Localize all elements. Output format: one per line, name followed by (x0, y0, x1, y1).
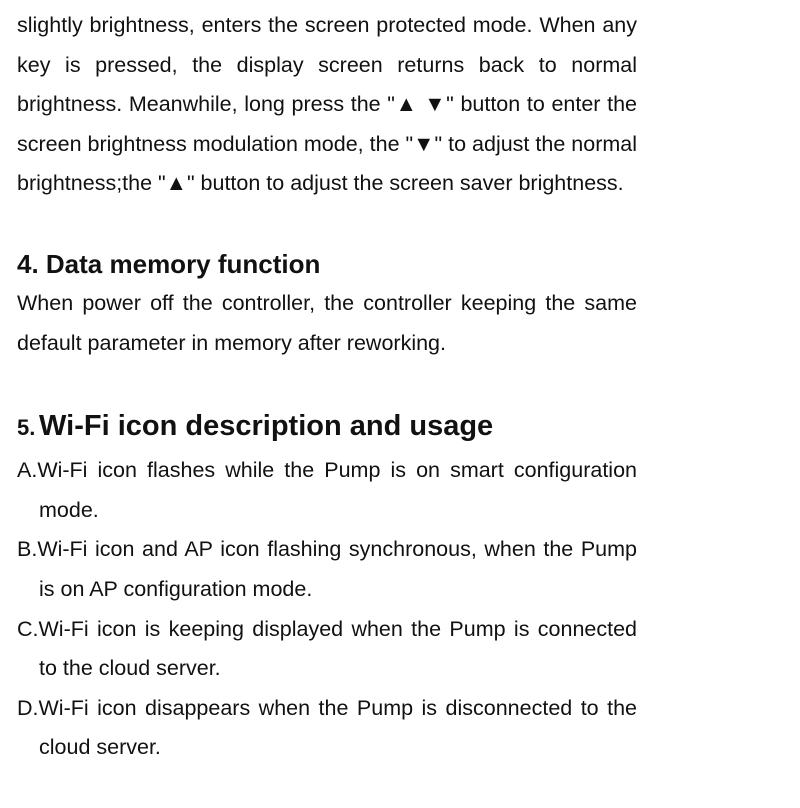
list-item: D.Wi-Fi icon disappears when the Pump is… (17, 695, 637, 760)
section-4-heading: 4. Data memory function (17, 248, 321, 279)
section-5-title: Wi-Fi icon description and usage (39, 410, 494, 443)
document-page: slightly brightness, enters the screen p… (17, 6, 637, 768)
list-item: C.Wi-Fi icon is keeping displayed when t… (17, 616, 637, 681)
section-4-body: When power off the controller, the contr… (17, 290, 637, 355)
wifi-usage-list: A.Wi-Fi icon flashes while the Pump is o… (17, 451, 637, 768)
list-item: B.Wi-Fi icon and AP icon flashing synchr… (17, 537, 637, 601)
list-item: A.Wi-Fi icon flashes while the Pump is o… (17, 458, 637, 522)
section-5-number: 5. (17, 415, 36, 441)
intro-paragraph: slightly brightness, enters the screen p… (17, 13, 637, 196)
section-5-heading: 5. Wi-Fi icon description and usage (17, 406, 637, 451)
